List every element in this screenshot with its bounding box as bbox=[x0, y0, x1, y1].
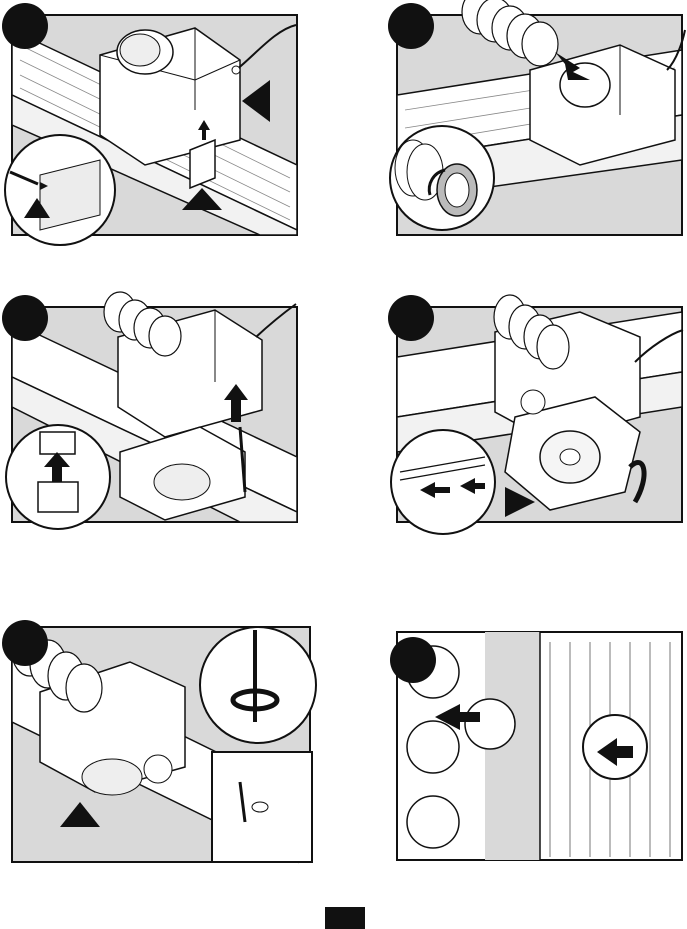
step-5-illustration bbox=[11, 626, 317, 864]
step-2-illustration bbox=[389, 0, 686, 236]
page-number bbox=[325, 907, 365, 929]
step-4-illustration bbox=[390, 294, 684, 535]
step-number-badge bbox=[2, 3, 48, 49]
step-3-panel bbox=[0, 291, 310, 532]
step-number-badge bbox=[388, 295, 434, 341]
step-1-illustration bbox=[4, 14, 298, 246]
step-number-badge bbox=[388, 3, 434, 49]
step-4-panel bbox=[385, 292, 687, 535]
step-3-illustration bbox=[5, 291, 298, 530]
step-number-badge bbox=[2, 620, 48, 666]
step-1-panel bbox=[0, 0, 310, 246]
step-number-badge bbox=[2, 295, 48, 341]
step-6-panel bbox=[385, 612, 687, 872]
step-number-badge bbox=[390, 637, 436, 683]
step-2-panel bbox=[385, 0, 687, 240]
step-6-illustration bbox=[396, 631, 683, 861]
step-5-panel bbox=[0, 612, 330, 872]
